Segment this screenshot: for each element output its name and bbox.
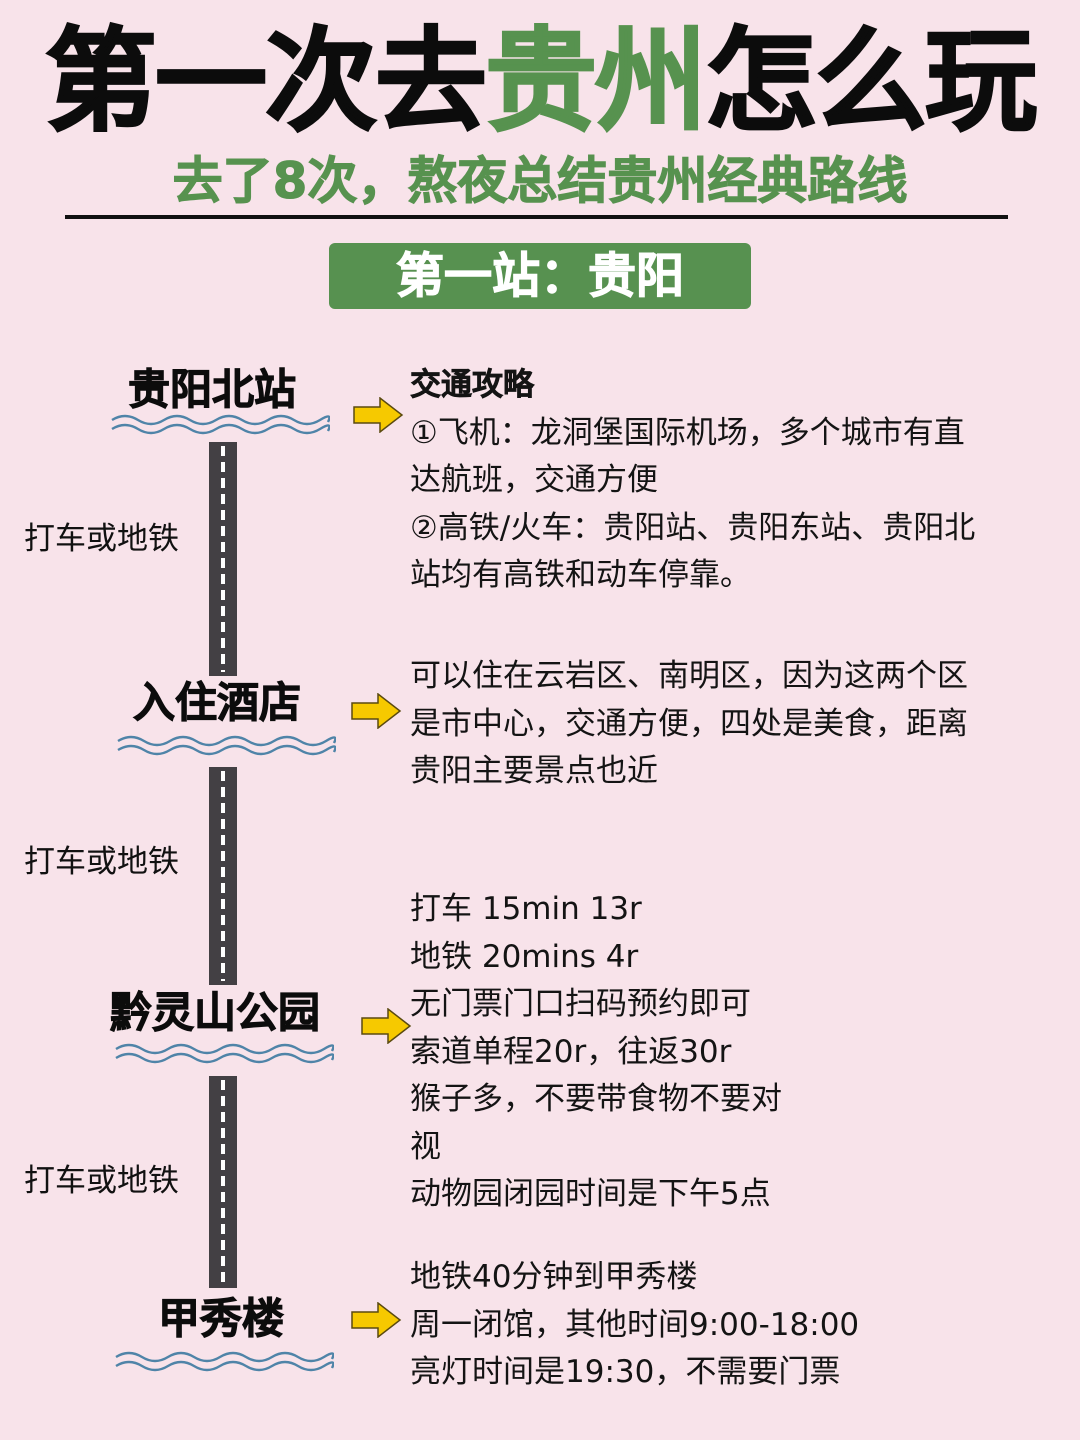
right-arrow-icon bbox=[350, 693, 402, 729]
road-icon bbox=[209, 767, 237, 985]
stop-info-guiyang-north: 交通攻略 ①飞机：龙洞堡国际机场，多个城市有直 达航班，交通方便 ②高铁/火车：… bbox=[410, 362, 976, 600]
info-line: 索道单程20r，往返30r bbox=[410, 1033, 732, 1070]
info-line: ①飞机：龙洞堡国际机场，多个城市有直 bbox=[410, 414, 965, 451]
title-accent: 贵州 bbox=[484, 17, 708, 147]
info-line: 可以住在云岩区、南明区，因为这两个区 bbox=[410, 658, 968, 694]
info-line: 地铁 20mins 4r bbox=[410, 938, 639, 975]
info-line: 打车 15min 13r bbox=[410, 891, 642, 927]
wave-icon bbox=[114, 1350, 334, 1372]
info-line: 达航班，交通方便 bbox=[410, 462, 658, 498]
stop-name-qianling-park: 黔灵山公园 bbox=[109, 988, 321, 1038]
title-prefix: 第一次去 bbox=[44, 17, 488, 147]
info-line: 动物园闭园时间是下午5点 bbox=[410, 1176, 771, 1212]
right-arrow-icon bbox=[350, 1302, 402, 1338]
right-arrow-icon bbox=[360, 1008, 412, 1044]
info-line: 地铁40分钟到甲秀楼 bbox=[410, 1259, 698, 1295]
subtitle: 去了8次，熬夜总结贵州经典路线 bbox=[172, 152, 908, 211]
transport-label: 打车或地铁 bbox=[24, 1163, 179, 1199]
road-icon bbox=[209, 442, 237, 676]
info-line: 站均有高铁和动车停靠。 bbox=[410, 557, 751, 593]
info-line: 视 bbox=[410, 1128, 441, 1165]
stop-name-jiaxiu-tower: 甲秀楼 bbox=[157, 1294, 285, 1344]
info-line: 贵阳主要景点也近 bbox=[410, 753, 658, 789]
stage-badge: 第一站：贵阳 bbox=[329, 243, 751, 309]
page-title: 第一次去贵州怎么玩 bbox=[0, 17, 1080, 147]
road-icon bbox=[209, 1076, 237, 1288]
divider bbox=[65, 215, 1008, 219]
wave-icon bbox=[114, 1042, 334, 1064]
info-line: 猴子多，不要带食物不要对 bbox=[410, 1081, 782, 1117]
transport-label: 打车或地铁 bbox=[24, 844, 179, 880]
stop-info-qianling-park: 打车 15min 13r 地铁 20mins 4r 无门票门口扫码预约即可 索道… bbox=[410, 886, 782, 1219]
stop-name-hotel: 入住酒店 bbox=[132, 678, 302, 728]
info-line: 是市中心，交通方便，四处是美食，距离 bbox=[410, 705, 968, 742]
right-arrow-icon bbox=[352, 397, 404, 433]
stop-info-hotel: 可以住在云岩区、南明区，因为这两个区 是市中心，交通方便，四处是美食，距离 贵阳… bbox=[410, 653, 968, 796]
info-line: 周一闭馆，其他时间9:00-18:00 bbox=[410, 1306, 860, 1343]
wave-icon bbox=[110, 413, 330, 435]
info-line: 亮灯时间是19:30，不需要门票 bbox=[410, 1354, 841, 1390]
stop-info-jiaxiu-tower: 地铁40分钟到甲秀楼 周一闭馆，其他时间9:00-18:00 亮灯时间是19:3… bbox=[410, 1254, 859, 1397]
title-suffix: 怎么玩 bbox=[704, 17, 1038, 147]
transport-label: 打车或地铁 bbox=[24, 521, 179, 557]
info-line: ②高铁/火车：贵阳站、贵阳东站、贵阳北 bbox=[410, 509, 976, 546]
stop-name-guiyang-north: 贵阳北站 bbox=[127, 365, 297, 415]
info-heading: 交通攻略 bbox=[410, 367, 535, 404]
info-line: 无门票门口扫码预约即可 bbox=[410, 986, 751, 1022]
wave-icon bbox=[116, 734, 336, 756]
